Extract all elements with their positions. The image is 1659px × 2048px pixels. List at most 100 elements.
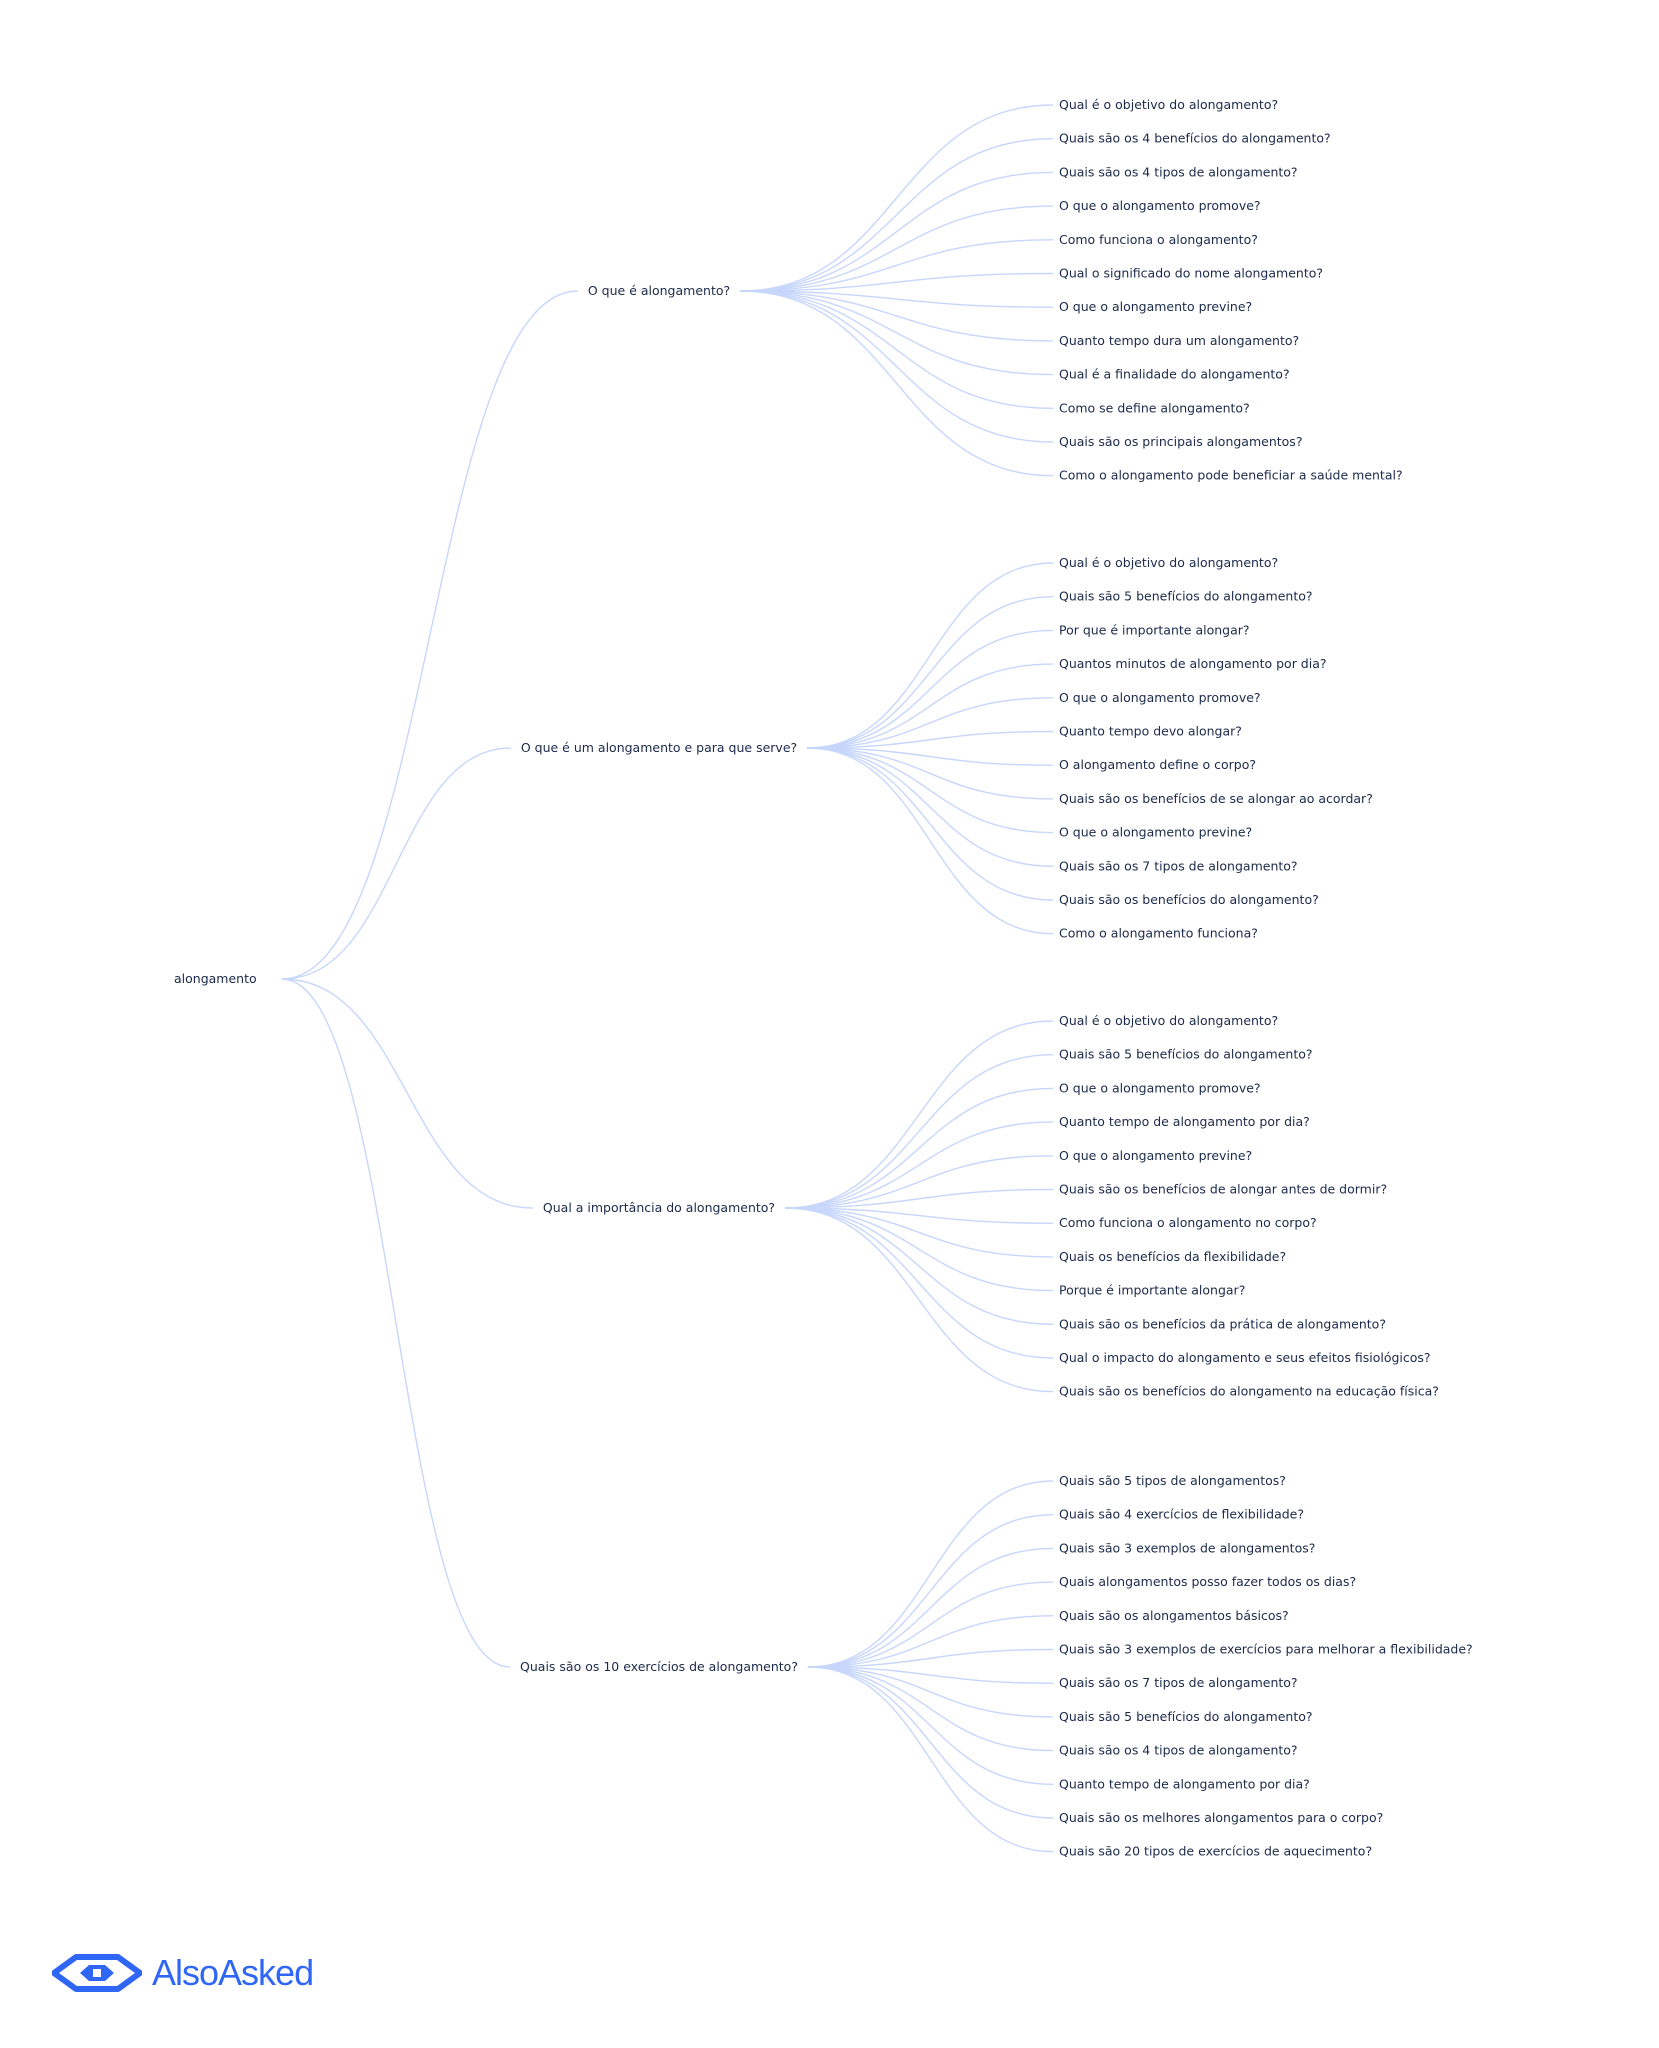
question-node[interactable]: Quais são os benefícios de alongar antes… — [1059, 1182, 1387, 1197]
brand-logo: AlsoAsked — [52, 1952, 314, 1994]
question-node[interactable]: Quanto tempo devo alongar? — [1059, 724, 1242, 739]
branch-node[interactable]: Quais são os 10 exercícios de alongament… — [520, 1659, 798, 1674]
question-node[interactable]: Quanto tempo de alongamento por dia? — [1059, 1114, 1310, 1129]
question-node[interactable]: Quais são os 4 tipos de alongamento? — [1059, 164, 1298, 179]
branch-question-link — [807, 747, 1054, 901]
branch-question-link — [785, 1087, 1054, 1209]
branch-question-link — [785, 1054, 1054, 1209]
question-node[interactable]: Qual é o objetivo do alongamento? — [1059, 97, 1278, 112]
branch-question-link — [740, 272, 1054, 292]
branch-question-link — [740, 290, 1054, 308]
question-node[interactable]: Quais são os benefícios do alongamento n… — [1059, 1384, 1439, 1399]
question-node[interactable]: Quanto tempo dura um alongamento? — [1059, 333, 1299, 348]
branch-question-link — [807, 747, 1054, 766]
question-node[interactable]: Quais são os benefícios do alongamento? — [1059, 892, 1319, 907]
question-node[interactable]: Quais são 5 benefícios do alongamento? — [1059, 589, 1313, 604]
branch-question-link — [740, 138, 1054, 292]
root-branch-link — [281, 978, 511, 1668]
branch-question-link — [785, 1207, 1054, 1258]
question-node[interactable]: Qual é o objetivo do alongamento? — [1059, 1013, 1278, 1028]
branch-question-link — [807, 663, 1054, 749]
question-node[interactable]: Quais são os 4 benefícios do alongamento… — [1059, 131, 1331, 146]
question-node[interactable]: O que o alongamento promove? — [1059, 1080, 1261, 1095]
branch-node[interactable]: O que é alongamento? — [588, 283, 730, 298]
question-node[interactable]: Quais são os benefícios de se alongar ao… — [1059, 791, 1373, 806]
root-branch-link — [281, 290, 578, 980]
question-node[interactable]: Como se define alongamento? — [1059, 400, 1250, 415]
question-node[interactable]: O que o alongamento previne? — [1059, 1148, 1252, 1163]
alsoasked-eye-icon — [52, 1954, 142, 1992]
question-node[interactable]: Quanto tempo de alongamento por dia? — [1059, 1776, 1310, 1791]
question-node[interactable]: Quantos minutos de alongamento por dia? — [1059, 656, 1327, 671]
brand-name: AlsoAsked — [152, 1952, 314, 1993]
question-node[interactable]: O que o alongamento promove? — [1059, 690, 1261, 705]
root-branch-link — [281, 747, 511, 980]
branch-question-link — [740, 239, 1054, 292]
question-node[interactable]: Por que é importante alongar? — [1059, 622, 1250, 637]
branch-question-link — [785, 1207, 1054, 1292]
branch-question-link — [807, 1666, 1054, 1785]
question-node[interactable]: Quais são os 4 tipos de alongamento? — [1059, 1743, 1298, 1758]
branch-question-link — [740, 290, 1054, 342]
question-node[interactable]: Quais são 3 exemplos de alongamentos? — [1059, 1540, 1315, 1555]
question-node[interactable]: Como funciona o alongamento no corpo? — [1059, 1215, 1317, 1230]
branch-question-link — [807, 1581, 1054, 1668]
question-node[interactable]: Quais são os 7 tipos de alongamento? — [1059, 1675, 1298, 1690]
question-node[interactable]: O que o alongamento previne? — [1059, 825, 1252, 840]
question-node[interactable]: Quais são os principais alongamentos? — [1059, 434, 1302, 449]
branch-question-link — [807, 747, 1054, 867]
branch-question-link — [807, 1666, 1054, 1853]
branch-question-link — [740, 171, 1054, 292]
question-node[interactable]: Quais são 5 benefícios do alongamento? — [1059, 1709, 1313, 1724]
branch-question-link — [807, 1480, 1054, 1668]
question-node[interactable]: Quais são 5 tipos de alongamentos? — [1059, 1473, 1286, 1488]
question-node[interactable]: O alongamento define o corpo? — [1059, 757, 1256, 772]
branch-question-link — [807, 1666, 1054, 1684]
question-node[interactable]: Quais são os melhores alongamentos para … — [1059, 1810, 1383, 1825]
question-node[interactable]: Quais são os alongamentos básicos? — [1059, 1608, 1289, 1623]
question-node[interactable]: Qual é o objetivo do alongamento? — [1059, 555, 1278, 570]
question-node[interactable]: Como funciona o alongamento? — [1059, 232, 1258, 247]
branch-question-link — [785, 1155, 1054, 1209]
question-node[interactable]: Quais os benefícios da flexibilidade? — [1059, 1249, 1286, 1264]
branch-question-link — [807, 1547, 1054, 1668]
question-node[interactable]: Como o alongamento pode beneficiar a saú… — [1059, 468, 1403, 483]
branch-question-link — [807, 730, 1054, 749]
branch-node[interactable]: O que é um alongamento e para que serve? — [521, 740, 797, 755]
branch-question-link — [740, 290, 1054, 477]
mind-map-links — [281, 104, 1054, 1853]
question-node[interactable]: Porque é importante alongar? — [1059, 1283, 1245, 1298]
question-node[interactable]: Quais são 4 exercícios de flexibilidade? — [1059, 1507, 1304, 1522]
question-node[interactable]: Como o alongamento funciona? — [1059, 926, 1258, 941]
branch-question-link — [740, 104, 1054, 292]
question-node[interactable]: Qual o impacto do alongamento e seus efe… — [1059, 1350, 1431, 1365]
branch-question-link — [740, 205, 1054, 292]
question-node[interactable]: Quais são os benefícios da prática de al… — [1059, 1316, 1386, 1331]
branch-question-link — [807, 747, 1054, 800]
branch-question-link — [785, 1188, 1054, 1209]
branch-question-link — [740, 290, 1054, 443]
branch-question-link — [785, 1020, 1054, 1209]
question-node[interactable]: Quais são 20 tipos de exercícios de aque… — [1059, 1844, 1372, 1859]
branch-question-link — [807, 747, 1054, 834]
branch-question-link — [807, 1666, 1054, 1752]
root-branch-link — [281, 978, 533, 1209]
question-node[interactable]: Quais são 3 exemplos de exercícios para … — [1059, 1642, 1473, 1657]
branch-question-link — [785, 1207, 1054, 1224]
question-node[interactable]: Quais são 5 benefícios do alongamento? — [1059, 1047, 1313, 1062]
question-node[interactable]: O que o alongamento previne? — [1059, 299, 1252, 314]
branch-question-link — [807, 1666, 1054, 1718]
branch-question-link — [807, 562, 1054, 749]
question-node[interactable]: Qual o significado do nome alongamento? — [1059, 266, 1323, 281]
question-node[interactable]: O que o alongamento promove? — [1059, 198, 1261, 213]
branch-node[interactable]: Qual a importância do alongamento? — [543, 1200, 775, 1215]
branch-question-link — [785, 1207, 1054, 1359]
branch-question-link — [785, 1207, 1054, 1325]
question-node[interactable]: Quais são os 7 tipos de alongamento? — [1059, 858, 1298, 873]
question-node[interactable]: Qual é a finalidade do alongamento? — [1059, 367, 1290, 382]
branch-question-link — [807, 1514, 1054, 1668]
question-node[interactable]: Quais alongamentos posso fazer todos os … — [1059, 1574, 1356, 1589]
branch-question-link — [785, 1121, 1054, 1209]
root-node[interactable]: alongamento — [174, 971, 257, 986]
branch-question-link — [807, 1666, 1054, 1819]
